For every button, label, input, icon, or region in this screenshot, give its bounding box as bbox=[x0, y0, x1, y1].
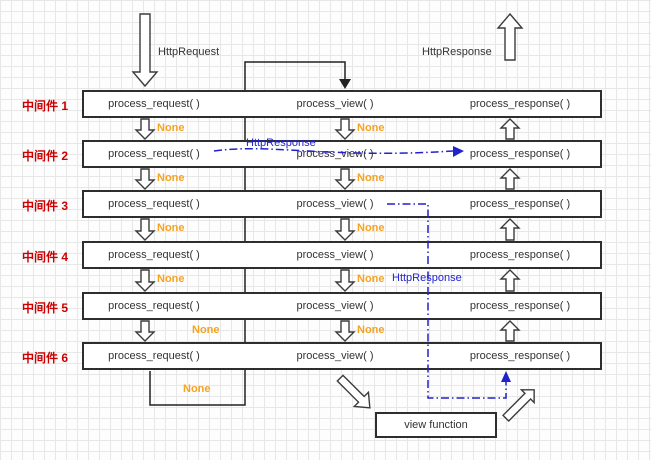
up-arrow-icon bbox=[499, 269, 521, 292]
none-label: None bbox=[357, 172, 385, 184]
from-view-function-arrow-icon bbox=[502, 389, 535, 422]
middleware-6-label: 中间件 6 bbox=[22, 351, 69, 365]
none-label: None bbox=[183, 383, 211, 395]
down-arrow-icon bbox=[334, 269, 356, 292]
process-view-label: process_view( ) bbox=[296, 300, 374, 312]
middleware-row-3: process_request( ) process_view( ) proce… bbox=[82, 190, 602, 218]
view-function-label: view function bbox=[404, 419, 468, 431]
none-label: None bbox=[157, 172, 185, 184]
process-request-label: process_request( ) bbox=[108, 98, 200, 110]
view-chain-entry-arrowhead bbox=[339, 79, 351, 89]
middleware-row-4: process_request( ) process_view( ) proce… bbox=[82, 241, 602, 269]
middleware-row-1: process_request( ) process_view( ) proce… bbox=[82, 90, 602, 118]
process-view-label: process_view( ) bbox=[296, 198, 374, 210]
http-response-arrow-icon bbox=[496, 12, 524, 61]
process-response-label: process_response( ) bbox=[469, 249, 571, 261]
process-response-label: process_response( ) bbox=[469, 198, 571, 210]
http-response-label: HttpResponse bbox=[422, 46, 492, 58]
up-arrow-icon bbox=[499, 168, 521, 190]
http-response-shortcut-view-arrowhead bbox=[501, 371, 511, 382]
process-request-label: process_request( ) bbox=[108, 198, 200, 210]
process-request-label: process_request( ) bbox=[108, 148, 200, 160]
middleware-row-6: process_request( ) process_view( ) proce… bbox=[82, 342, 602, 370]
view-function-box: view function bbox=[375, 412, 497, 438]
middleware-row-5: process_request( ) process_view( ) proce… bbox=[82, 292, 602, 320]
none-label: None bbox=[357, 324, 385, 336]
middleware-1-label: 中间件 1 bbox=[22, 99, 69, 113]
down-arrow-icon bbox=[134, 168, 156, 190]
process-response-label: process_response( ) bbox=[469, 98, 571, 110]
down-arrow-icon bbox=[134, 218, 156, 241]
down-arrow-icon bbox=[334, 168, 356, 190]
none-label: None bbox=[192, 324, 220, 336]
process-response-label: process_response( ) bbox=[469, 300, 571, 312]
process-response-label: process_response( ) bbox=[469, 350, 571, 362]
process-view-label: process_view( ) bbox=[296, 249, 374, 261]
middleware-5-label: 中间件 5 bbox=[22, 301, 69, 315]
none-label: None bbox=[357, 122, 385, 134]
process-response-label: process_response( ) bbox=[469, 148, 571, 160]
none-label: None bbox=[357, 222, 385, 234]
middleware-3-label: 中间件 3 bbox=[22, 199, 69, 213]
down-arrow-icon bbox=[334, 218, 356, 241]
none-label: None bbox=[157, 273, 185, 285]
down-arrow-icon bbox=[134, 118, 156, 140]
down-arrow-icon bbox=[334, 320, 356, 342]
up-arrow-icon bbox=[499, 218, 521, 241]
down-arrow-icon bbox=[334, 118, 356, 140]
process-view-label: process_view( ) bbox=[296, 350, 374, 362]
none-label: None bbox=[357, 273, 385, 285]
http-response-shortcut-label: HttpResponse bbox=[392, 272, 462, 284]
none-label: None bbox=[157, 122, 185, 134]
http-request-label: HttpRequest bbox=[158, 46, 220, 58]
process-request-label: process_request( ) bbox=[108, 249, 200, 261]
up-arrow-icon bbox=[499, 118, 521, 140]
down-arrow-icon bbox=[134, 320, 156, 342]
up-arrow-icon bbox=[499, 320, 521, 342]
http-response-shortcut-label: HttpResponse bbox=[246, 137, 316, 149]
middleware-row-2: process_request( ) process_view( ) proce… bbox=[82, 140, 602, 168]
process-request-label: process_request( ) bbox=[108, 300, 200, 312]
to-view-function-arrow-icon bbox=[336, 374, 371, 409]
none-label: None bbox=[157, 222, 185, 234]
middleware-2-label: 中间件 2 bbox=[22, 149, 69, 163]
process-view-label: process_view( ) bbox=[296, 98, 374, 110]
process-view-label: process_view( ) bbox=[296, 148, 374, 160]
middleware-4-label: 中间件 4 bbox=[22, 250, 69, 264]
http-request-arrow-icon bbox=[131, 13, 159, 88]
process-request-label: process_request( ) bbox=[108, 350, 200, 362]
down-arrow-icon bbox=[134, 269, 156, 292]
